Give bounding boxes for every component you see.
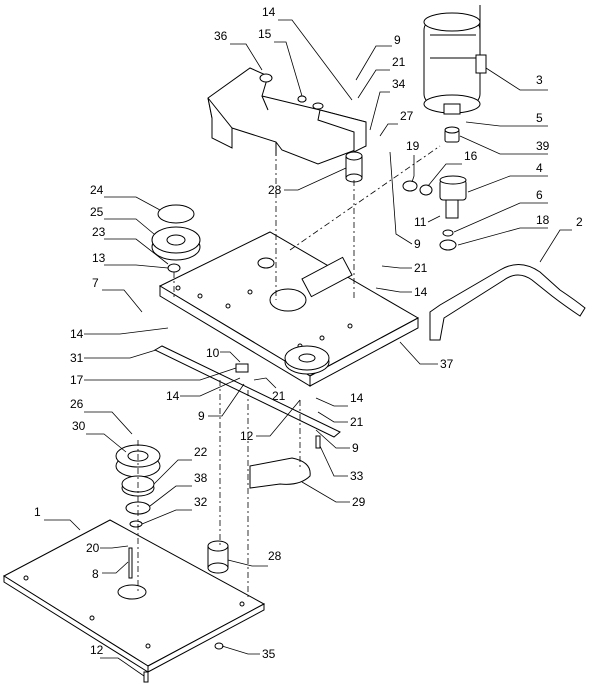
callout-11: 11 [414, 215, 427, 229]
callout-14-lower: 14 [166, 389, 180, 403]
part-31-bar [153, 345, 341, 438]
callout-12-bottom: 12 [90, 643, 104, 657]
part-32-washer [129, 520, 143, 528]
callout-25: 25 [90, 205, 104, 219]
callout-9-middle: 9 [414, 237, 421, 251]
callout-28-lower: 28 [268, 549, 282, 563]
callout-9-top: 9 [394, 33, 401, 47]
part-25-pulley [151, 226, 201, 261]
part-24-disc [157, 204, 195, 224]
callout-17: 17 [70, 373, 84, 387]
callout-5: 5 [536, 111, 543, 125]
callout-14-left: 14 [70, 327, 84, 341]
callout-14-lower-right: 14 [350, 391, 364, 405]
part-17-clip [235, 363, 249, 373]
part-2-handle [429, 264, 586, 341]
part-37-base-plate [158, 231, 420, 387]
part-4-valve [439, 175, 467, 219]
callouts: 1 2 3 4 5 6 7 8 9 9 9 9 10 [34, 5, 583, 677]
callout-38: 38 [194, 471, 208, 485]
part-28-spacer-upper [345, 151, 363, 183]
part-3-motor [423, 5, 487, 115]
callout-31: 31 [70, 351, 84, 365]
callout-21-top: 21 [392, 55, 406, 69]
part-33-bolt [315, 435, 321, 449]
callout-27: 27 [400, 109, 414, 123]
part-6-washer [442, 229, 454, 237]
callout-16: 16 [464, 149, 478, 163]
callout-7: 7 [92, 276, 99, 290]
part-8-bolt [128, 547, 133, 579]
callout-2: 2 [576, 215, 583, 229]
callout-10: 10 [206, 346, 220, 360]
callout-37: 37 [440, 357, 454, 371]
callout-19: 19 [406, 139, 420, 153]
callout-29: 29 [352, 495, 366, 509]
part-12-bolt-bottom [143, 671, 149, 683]
callout-21-lower-right: 21 [350, 415, 364, 429]
callout-32: 32 [194, 495, 208, 509]
callout-23: 23 [92, 225, 106, 239]
part-18-fitting [439, 239, 457, 251]
part-28-spacer-lower [207, 540, 229, 574]
callout-39: 39 [536, 139, 550, 153]
part-30-bearing-housing [115, 444, 161, 478]
callout-20: 20 [86, 541, 100, 555]
part-15-washer [297, 95, 307, 103]
callout-13: 13 [92, 251, 106, 265]
callout-36: 36 [214, 29, 228, 43]
callout-3: 3 [536, 73, 543, 87]
assembly-centerlines [137, 145, 441, 600]
callout-14-top: 14 [262, 5, 276, 19]
callout-21-middle: 21 [272, 389, 286, 403]
callout-9-right: 9 [352, 441, 359, 455]
callout-15: 15 [258, 27, 272, 41]
callout-18: 18 [536, 213, 550, 227]
callout-28-upper: 28 [268, 183, 282, 197]
part-16-washer [419, 184, 433, 196]
callout-24: 24 [90, 183, 104, 197]
callout-12-middle: 12 [240, 429, 254, 443]
callout-34: 34 [392, 77, 406, 91]
part-19-nut [402, 180, 418, 192]
callout-35: 35 [262, 647, 276, 661]
part-36-bracket [207, 67, 367, 165]
callout-33: 33 [350, 469, 364, 483]
callout-8: 8 [92, 567, 99, 581]
callout-1: 1 [34, 505, 41, 519]
part-23-bearing [167, 263, 181, 273]
callout-26: 26 [70, 397, 84, 411]
callout-21-right: 21 [414, 261, 428, 275]
callout-14-right: 14 [414, 285, 428, 299]
part-pulley-on-plate [284, 345, 330, 375]
part-35-foot [214, 642, 224, 650]
part-29-plate [249, 457, 311, 489]
callout-30: 30 [72, 419, 86, 433]
callout-9-left: 9 [198, 409, 205, 423]
callout-4: 4 [536, 161, 543, 175]
callout-6: 6 [536, 188, 543, 202]
callout-22: 22 [194, 445, 208, 459]
